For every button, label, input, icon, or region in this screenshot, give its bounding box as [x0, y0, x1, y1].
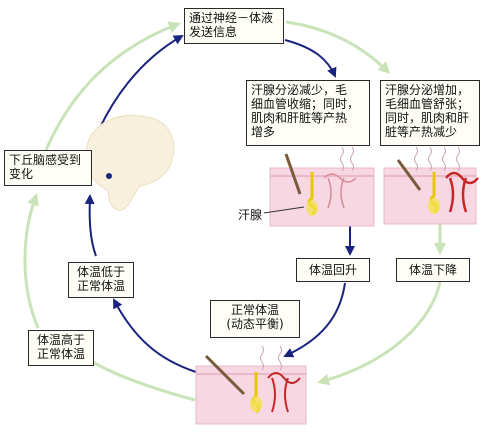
arrow-outer-left-up: [23, 193, 40, 329]
arrow-outer-bottom-right: [317, 281, 442, 386]
heat-wave-icon: [414, 146, 460, 172]
hypothalamus-dot: [106, 173, 112, 179]
skin-section-cold: [269, 146, 375, 227]
sweat-gland-pointer: [263, 206, 305, 214]
hair-icon: [204, 354, 246, 396]
arrow-inner-left-up: [84, 194, 97, 257]
skin-section-hot: [383, 146, 479, 225]
arrow-inner-bottom-left: [113, 298, 197, 373]
capillary-icon: [267, 372, 301, 413]
temp-rise-box: 体温回升: [296, 258, 370, 282]
arrow-outer-top-left: [44, 21, 181, 151]
arrow-inner-top-right: [284, 39, 337, 78]
above-normal-box: 体温高于 正常体温: [28, 330, 94, 366]
top-box: 通过神经－体液 发送信息: [184, 8, 284, 44]
capillary-icon: [445, 171, 479, 213]
brain-image: [85, 114, 175, 211]
hair-icon: [284, 153, 302, 195]
sweat-gland-label: 汗腺: [238, 208, 263, 222]
normal-temp-box: 正常体温 (动态平衡): [210, 300, 300, 338]
arrow-outer-bottom-left: [79, 353, 196, 402]
capillary-icon: [323, 173, 357, 209]
temp-fall-box: 体温下降: [396, 258, 470, 282]
heat-wave-icon: [260, 345, 282, 371]
outer-cycle-arrows: [23, 20, 446, 402]
hot-response-box: 汗腺分泌增加， 毛细血管舒张； 同时，肌肉和肝 脏等产热减少: [380, 80, 480, 146]
hair-icon: [396, 159, 422, 191]
heat-wave-icon: [340, 146, 354, 172]
arrow-inner-bottom-right: [283, 282, 346, 358]
hypothalamus-box: 下丘脑感受到 变化: [4, 150, 92, 186]
skin-section-normal: [195, 345, 307, 425]
below-normal-box: 体温低于 正常体温: [68, 262, 134, 298]
cold-response-box: 汗腺分泌减少，毛 细血管收缩；同时， 肌肉和肝脏等产热 增多: [246, 80, 370, 146]
arrow-outer-top-right: [285, 20, 391, 75]
